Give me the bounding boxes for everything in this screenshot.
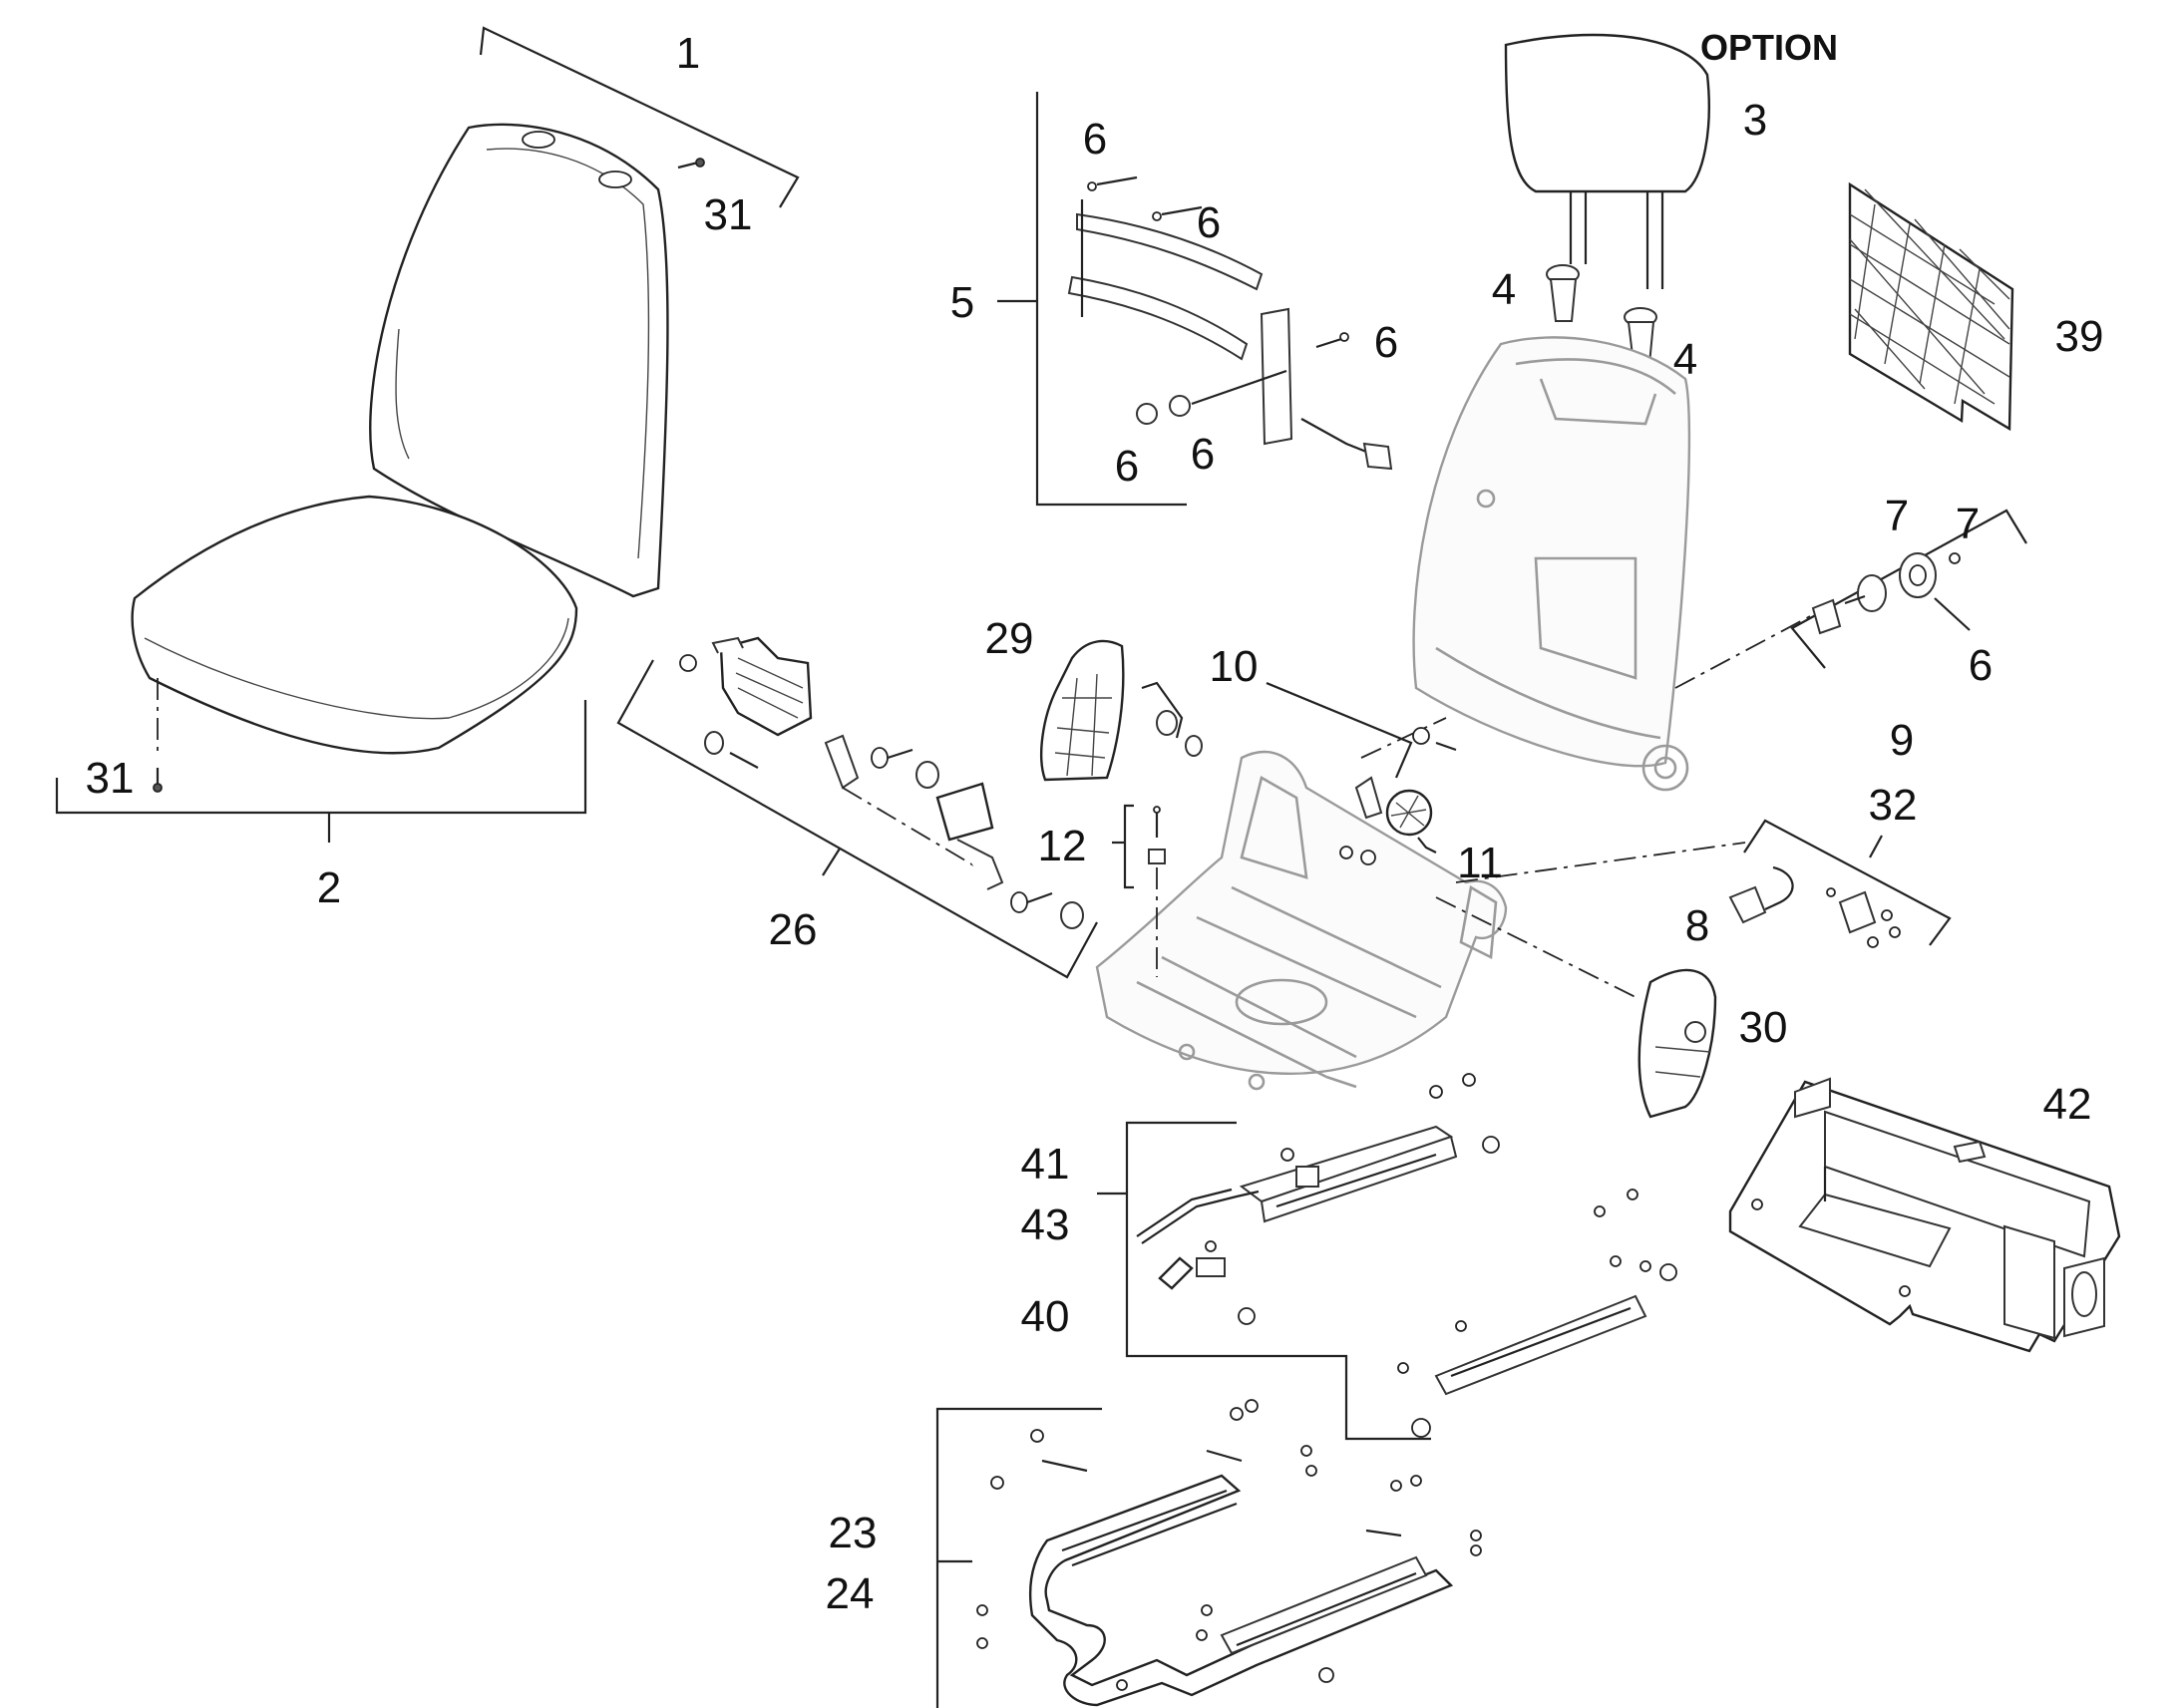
callout-2: 2 bbox=[317, 863, 341, 912]
seat-belt-buckle bbox=[871, 747, 1084, 929]
callout-23: 23 bbox=[829, 1509, 878, 1557]
bracket-6-knob bbox=[1790, 509, 2027, 669]
slide-rail-left bbox=[1196, 1073, 1500, 1325]
adjust-bar-43 bbox=[1136, 1188, 1260, 1244]
callout-5: 5 bbox=[950, 278, 974, 327]
callout-42: 42 bbox=[2043, 1080, 2092, 1129]
bracket-10b bbox=[1266, 681, 1413, 779]
callout-3: 3 bbox=[1743, 96, 1767, 145]
option-label: OPTION bbox=[1700, 27, 1838, 68]
slide-rail-right bbox=[1397, 1189, 1677, 1438]
recline-knob bbox=[1811, 552, 1961, 635]
callout-31-bottom: 31 bbox=[86, 754, 135, 803]
callout-26: 26 bbox=[769, 905, 818, 954]
dashline-base-right bbox=[1435, 896, 1636, 998]
callout-6-a: 6 bbox=[1083, 115, 1107, 164]
recline-mechanism-11 bbox=[1339, 776, 1437, 865]
callout-9: 9 bbox=[1890, 716, 1914, 765]
dashline-knob bbox=[1674, 615, 1811, 689]
callout-4-right: 4 bbox=[1673, 335, 1697, 384]
bolts-10 bbox=[1156, 710, 1457, 757]
callout-6-c: 6 bbox=[1374, 318, 1398, 367]
callout-1: 1 bbox=[676, 29, 700, 78]
bracket-23-24 bbox=[935, 1407, 1102, 1708]
bracket-1 bbox=[479, 26, 800, 208]
callout-7-b: 7 bbox=[1956, 500, 1980, 548]
callout-29: 29 bbox=[985, 614, 1034, 663]
bracket-32-stem bbox=[1869, 835, 1883, 858]
callout-6-d: 6 bbox=[1115, 442, 1139, 491]
headrest-guide-left bbox=[1546, 264, 1580, 322]
dashline-belt bbox=[842, 787, 1003, 883]
callout-7-a: 7 bbox=[1885, 492, 1909, 540]
bracket-32 bbox=[1743, 819, 1952, 946]
callout-40: 40 bbox=[1021, 1292, 1070, 1341]
bracket-6-knob-stem bbox=[1934, 597, 1971, 631]
callout-41: 41 bbox=[1021, 1140, 1070, 1189]
callout-32: 32 bbox=[1869, 781, 1918, 830]
callout-39: 39 bbox=[2055, 312, 2104, 361]
bracket-10 bbox=[1141, 681, 1184, 739]
fastener-12 bbox=[1148, 806, 1166, 864]
callout-24: 24 bbox=[826, 1569, 875, 1618]
side-cover-29 bbox=[1040, 639, 1125, 782]
seat-frame bbox=[1095, 750, 1508, 1091]
dashline-backrest-base bbox=[1360, 717, 1447, 759]
callout-6-e: 6 bbox=[1191, 430, 1215, 479]
handle-40 bbox=[1158, 1256, 1194, 1290]
headrest bbox=[1504, 33, 1710, 289]
screw-31-top bbox=[677, 158, 705, 170]
callout-43: 43 bbox=[1021, 1200, 1070, 1249]
seat-base-box bbox=[1728, 1077, 2121, 1353]
seat-belt-retractor bbox=[679, 636, 860, 790]
callout-12: 12 bbox=[1038, 822, 1087, 870]
callout-10: 10 bbox=[1210, 642, 1259, 691]
backrest-frame bbox=[1412, 336, 1691, 792]
seat-backrest-cover bbox=[369, 123, 669, 598]
bracket-26 bbox=[616, 659, 1098, 979]
side-cover-30 bbox=[1637, 968, 1717, 1119]
callout-6-f: 6 bbox=[1969, 641, 1993, 690]
callout-4-left: 4 bbox=[1492, 265, 1516, 314]
bracket-41 bbox=[1125, 1121, 1431, 1441]
callout-8: 8 bbox=[1685, 901, 1709, 950]
callout-30: 30 bbox=[1739, 1003, 1788, 1052]
bracket-12 bbox=[1123, 804, 1134, 889]
bracket-5 bbox=[1035, 92, 1187, 507]
callout-11: 11 bbox=[1457, 839, 1503, 887]
bracket-26-stem bbox=[822, 848, 841, 876]
callout-6-b: 6 bbox=[1197, 198, 1221, 247]
spring-kit bbox=[1067, 175, 1393, 471]
bracket-2 bbox=[55, 700, 587, 815]
dashline-base-32 bbox=[1455, 842, 1746, 883]
release-lever bbox=[1728, 865, 1901, 948]
seat-cushion bbox=[131, 495, 578, 755]
screw-31-bottom bbox=[153, 678, 163, 793]
callout-31-top: 31 bbox=[704, 190, 753, 239]
storage-net bbox=[1848, 181, 2014, 432]
lower-slide-frame bbox=[976, 1399, 1482, 1707]
